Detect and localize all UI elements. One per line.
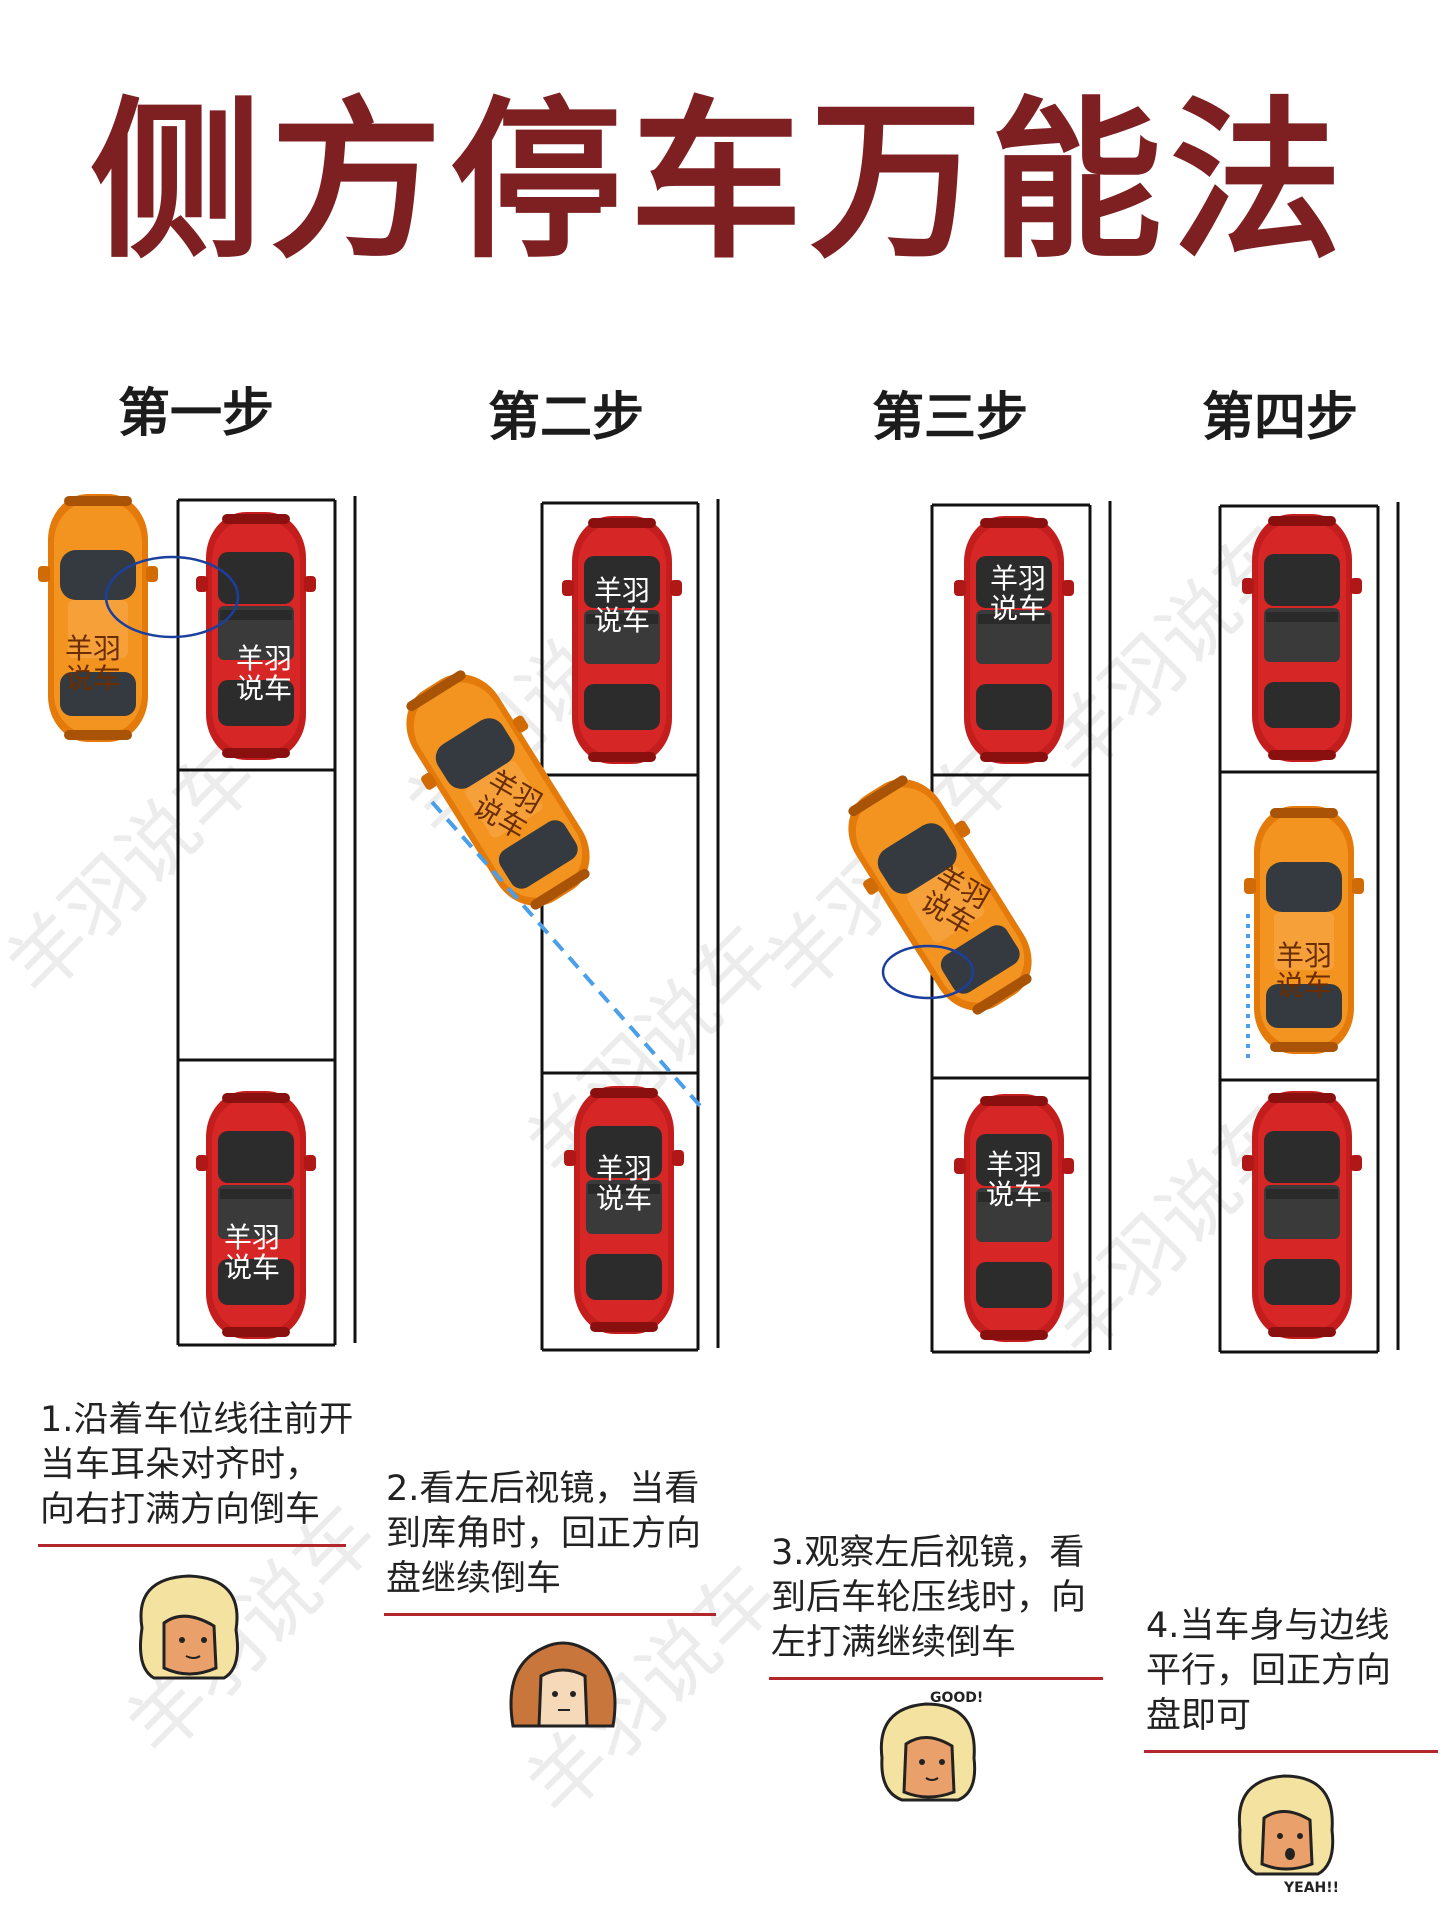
parked-car [1242,1091,1362,1339]
wheel-line-circle [881,944,975,1000]
alignment-circle [104,555,240,639]
description-line: 盘即可 [1146,1696,1252,1736]
cartoon-face-4: YEAH!! [1224,1766,1354,1900]
description-line: 盘继续倒车 [386,1559,562,1599]
parked-car: 羊羽说车 [196,512,316,760]
step-2-description: 2.看左后视镜，当看到库角时，回正方向盘继续倒车 [386,1467,701,1602]
car-sticker-text: 说车 [596,1182,652,1215]
learner-car: 羊羽说车 [381,653,615,927]
good-sticker-text: GOOD! [930,1690,983,1706]
description-underline [769,1677,1103,1680]
parked-car [1242,514,1362,762]
cartoon-face-2 [503,1636,623,1740]
car-sticker-text: 羊羽 [65,632,121,665]
description-line: 到库角时，回正方向 [386,1514,702,1554]
car-sticker-text: 说车 [224,1251,280,1284]
yeah-sticker-text: YEAH!! [1283,1880,1339,1896]
step-3-label: 第三步 [872,388,1029,448]
description-line: 4.当车身与边线 [1146,1606,1390,1646]
car-sticker-text: 说车 [594,604,650,637]
description-line: 2.看左后视镜，当看 [386,1469,700,1509]
step-1-description: 1.沿着车位线往前开当车耳朵对齐时， 向右打满方向倒车 [40,1398,353,1533]
description-line: 向右打满方向倒车 [40,1490,321,1530]
step-2-label: 第二步 [488,388,645,448]
learner-car: 羊羽说车 [1244,806,1364,1054]
description-line: 3.观察左后视镜，看 [771,1533,1085,1573]
step-4-label: 第四步 [1202,388,1359,448]
car-sticker-text: 羊羽 [986,1148,1042,1181]
description-line: 当车耳朵对齐时， [40,1445,321,1485]
cartoon-face-1 [124,1568,254,1692]
description-line: 到后车轮压线时，向 [771,1578,1087,1618]
description-underline [38,1544,346,1547]
learner-car: 羊羽说车 [38,494,158,742]
description-line: 1.沿着车位线往前开 [40,1400,354,1440]
car-sticker-text: 羊羽 [594,574,650,607]
car-sticker-text: 说车 [65,662,121,695]
car-sticker-text: 说车 [1276,969,1332,1002]
description-line: 平行，回正方向 [1146,1651,1392,1691]
car-sticker-text: 羊羽 [596,1152,652,1185]
car-sticker-text: 说车 [986,1178,1042,1211]
page-title: 侧方停车万能法 [90,79,1350,282]
car-sticker-text: 羊羽 [990,562,1046,595]
parked-car: 羊羽说车 [196,1091,316,1339]
car-sticker-text: 羊羽 [1276,939,1332,972]
cartoon-face-3: GOOD! [868,1688,998,1812]
car-sticker-text: 说车 [990,592,1046,625]
watermark-text: 羊羽说车 [0,729,274,1013]
description-line: 左打满继续倒车 [771,1623,1017,1663]
parked-car: 羊羽说车 [954,516,1074,764]
description-underline [1144,1750,1438,1753]
parked-car: 羊羽说车 [564,1086,684,1334]
step-1-label: 第一步 [118,384,275,444]
step-4-description: 4.当车身与边线平行，回正方向盘即可 [1146,1604,1391,1739]
parked-car: 羊羽说车 [562,516,682,764]
learner-car: 羊羽说车 [823,758,1057,1032]
car-sticker-text: 羊羽 [224,1221,280,1254]
description-underline [384,1613,716,1616]
car-sticker-text: 羊羽 [236,642,292,675]
car-sticker-text: 说车 [236,672,292,705]
parked-car: 羊羽说车 [954,1094,1074,1342]
step-3-description: 3.观察左后视镜，看到后车轮压线时，向左打满继续倒车 [771,1531,1086,1666]
